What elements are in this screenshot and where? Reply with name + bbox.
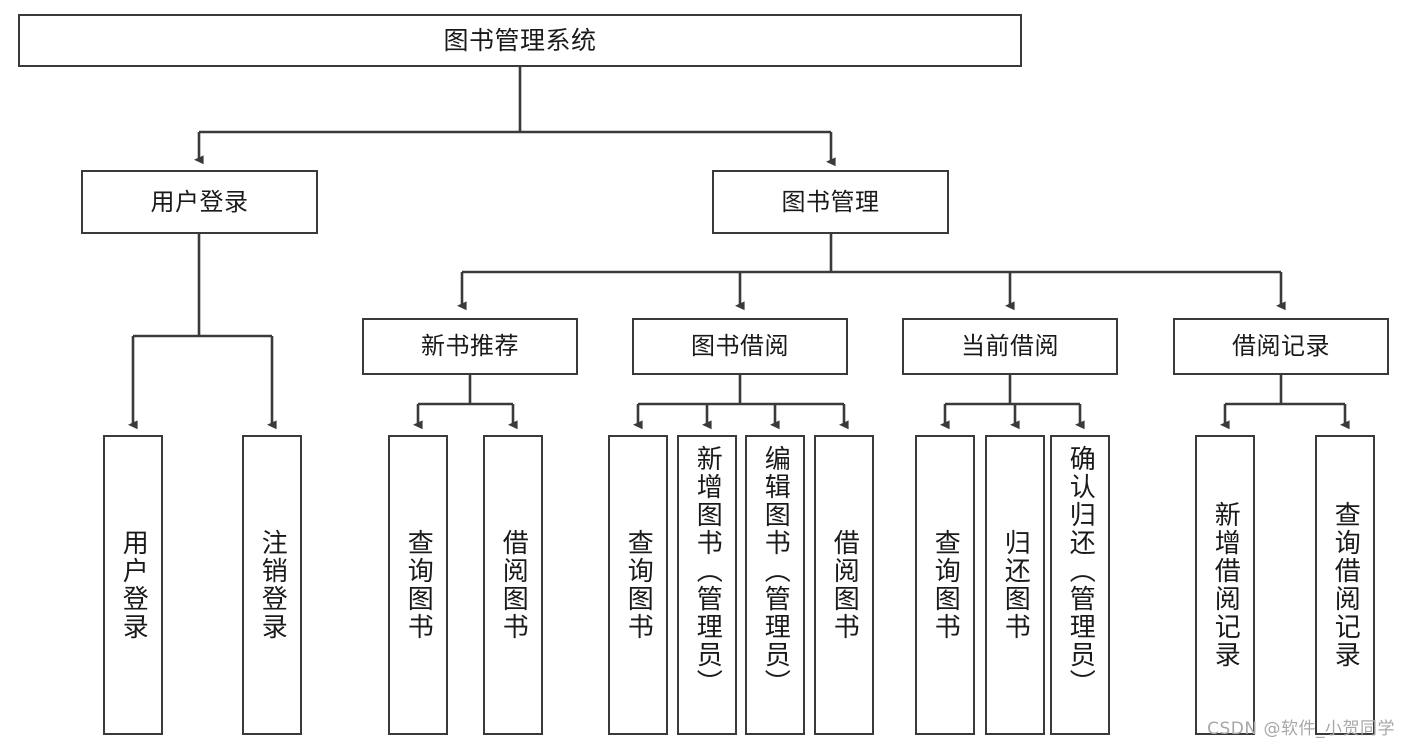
- node-book-borrow[interactable]: 图书借阅: [632, 318, 848, 375]
- node-label: 归还图书: [1000, 529, 1031, 641]
- node-label: 新书推荐: [421, 332, 519, 361]
- leaf-newbook-borrow-book[interactable]: 借阅图书: [483, 435, 543, 735]
- leaf-newbook-query-book[interactable]: 查询图书: [388, 435, 448, 735]
- node-label: 借阅记录: [1232, 332, 1330, 361]
- leaf-borrow-edit-book-admin[interactable]: 编辑图书（管理员）: [745, 435, 805, 735]
- node-label: 查询图书: [930, 529, 961, 641]
- node-label: 图书管理: [781, 187, 880, 216]
- node-label: 当前借阅: [961, 332, 1059, 361]
- node-user-login[interactable]: 用户登录: [81, 170, 318, 234]
- node-book-management[interactable]: 图书管理: [712, 170, 949, 234]
- leaf-current-query-book[interactable]: 查询图书: [915, 435, 975, 735]
- node-label: 查询图书: [623, 529, 654, 641]
- node-label: 查询图书: [403, 529, 434, 641]
- leaf-user-login[interactable]: 用户登录: [103, 435, 163, 735]
- node-label: 图书管理系统: [443, 25, 597, 55]
- node-new-book-recommend[interactable]: 新书推荐: [362, 318, 578, 375]
- leaf-borrow-borrow-book[interactable]: 借阅图书: [814, 435, 874, 735]
- node-label: 新增图书（管理员）: [692, 445, 723, 697]
- leaf-current-return-book[interactable]: 归还图书: [985, 435, 1045, 735]
- leaf-user-logout[interactable]: 注销登录: [242, 435, 302, 735]
- csdn-watermark: CSDN @软件_小贺同学: [1207, 719, 1395, 739]
- leaf-borrow-query-book[interactable]: 查询图书: [608, 435, 668, 735]
- node-borrow-record[interactable]: 借阅记录: [1173, 318, 1389, 375]
- node-root-system[interactable]: 图书管理系统: [18, 14, 1022, 67]
- node-label: 借阅图书: [498, 529, 529, 641]
- node-current-borrow[interactable]: 当前借阅: [902, 318, 1118, 375]
- leaf-borrow-add-book-admin[interactable]: 新增图书（管理员）: [677, 435, 737, 735]
- node-label: 用户登录: [150, 187, 249, 216]
- node-label: 借阅图书: [829, 529, 860, 641]
- node-label: 图书借阅: [691, 332, 789, 361]
- node-label: 新增借阅记录: [1210, 501, 1241, 669]
- node-label: 编辑图书（管理员）: [760, 445, 791, 697]
- node-label: 查询借阅记录: [1330, 501, 1361, 669]
- node-label: 确认归还（管理员）: [1065, 445, 1096, 697]
- leaf-current-confirm-return-admin[interactable]: 确认归还（管理员）: [1050, 435, 1110, 735]
- leaf-record-query-record[interactable]: 查询借阅记录: [1315, 435, 1375, 735]
- node-label: 注销登录: [257, 529, 288, 641]
- node-label: 用户登录: [118, 529, 149, 641]
- leaf-record-add-record[interactable]: 新增借阅记录: [1195, 435, 1255, 735]
